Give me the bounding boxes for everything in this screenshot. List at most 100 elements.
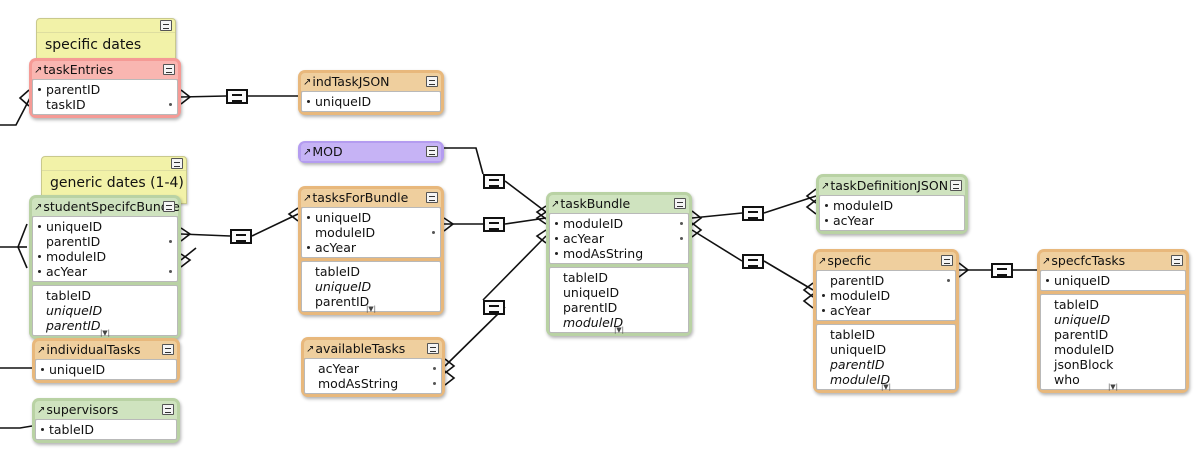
collapse-icon[interactable] <box>163 64 175 75</box>
entity-title-bar[interactable]: ↗taskBundle <box>549 195 689 213</box>
field-row[interactable]: moduleID <box>553 216 685 231</box>
field-row[interactable]: modAsString <box>553 246 685 261</box>
entity-availableTasks[interactable]: ↗availableTasks acYear modAsString <box>301 337 445 397</box>
relationship-specfic-specfcTasks[interactable] <box>991 263 1013 278</box>
field-row[interactable]: moduleID <box>36 249 174 264</box>
entity-title-bar[interactable]: ↗specfic <box>816 252 956 270</box>
key-bullet-icon <box>41 428 44 431</box>
index-row[interactable]: tableID <box>305 264 437 279</box>
index-label: tableID <box>830 327 875 342</box>
index-row[interactable]: uniqueID <box>1044 312 1182 327</box>
field-row[interactable]: uniqueID <box>305 94 437 109</box>
entity-specfic[interactable]: ↗specfic parentID moduleID acYear tableI… <box>813 249 959 393</box>
field-row[interactable]: acYear <box>305 240 437 255</box>
index-row[interactable]: tableID <box>1044 297 1182 312</box>
relationship-availableTasks-taskBundle[interactable] <box>483 300 505 315</box>
field-row[interactable]: uniqueID <box>1044 273 1182 288</box>
collapse-icon[interactable] <box>427 343 439 354</box>
field-row[interactable]: moduleID <box>820 288 952 303</box>
relationship-tasksForBundle-taskBundle[interactable] <box>483 217 505 232</box>
index-row[interactable]: parentID <box>305 294 437 309</box>
entity-taskEntries[interactable]: ↗taskEntries parentID taskID <box>29 58 181 118</box>
entity-title-bar[interactable]: ↗individualTasks <box>35 341 177 359</box>
index-row[interactable]: tableID <box>553 270 685 285</box>
collapse-icon[interactable] <box>941 255 953 266</box>
index-row[interactable]: parentID <box>1044 327 1182 342</box>
field-row[interactable]: moduleID <box>823 198 961 213</box>
field-row[interactable]: acYear <box>820 303 952 318</box>
index-row[interactable]: uniqueID <box>36 303 174 318</box>
field-row[interactable]: modAsString <box>308 376 438 391</box>
entity-taskBundle[interactable]: ↗taskBundle moduleID acYear modAsString … <box>546 192 692 336</box>
field-row[interactable]: parentID <box>36 82 174 97</box>
relationship-taskBundle-specfic[interactable] <box>742 254 764 269</box>
index-row[interactable]: tableID <box>36 288 174 303</box>
index-row[interactable]: moduleID <box>553 315 685 330</box>
relationship-taskEntries-indTaskJSON[interactable] <box>226 89 248 104</box>
entity-specfcTasks[interactable]: ↗specfcTasks uniqueID tableID uniqueID p… <box>1037 249 1189 393</box>
field-row[interactable]: parentID <box>820 273 952 288</box>
entity-MOD[interactable]: ↗MOD <box>298 141 444 163</box>
index-row[interactable]: tableID <box>820 327 952 342</box>
resize-handle-icon[interactable]: |▼| <box>613 326 625 334</box>
field-row[interactable]: moduleID <box>305 225 437 240</box>
entity-title-bar[interactable]: ↗supervisors <box>35 401 177 419</box>
entity-title-bar[interactable]: ↗taskEntries <box>32 61 178 79</box>
entity-supervisors[interactable]: ↗supervisors tableID <box>32 398 180 443</box>
collapse-icon[interactable] <box>426 192 438 203</box>
collapse-icon[interactable] <box>160 20 172 31</box>
entity-individualTasks[interactable]: ↗individualTasks uniqueID <box>32 338 180 383</box>
field-label: acYear <box>830 303 871 318</box>
collapse-icon[interactable] <box>950 180 962 191</box>
entity-fields: uniqueID <box>301 91 441 112</box>
index-row[interactable]: uniqueID <box>305 279 437 294</box>
index-row[interactable]: uniqueID <box>553 285 685 300</box>
collapse-icon[interactable] <box>426 76 438 87</box>
field-row[interactable]: parentID <box>36 234 174 249</box>
resize-handle-icon[interactable]: |▼| <box>365 305 377 313</box>
entity-tasksForBundle[interactable]: ↗tasksForBundle uniqueID moduleID acYear… <box>298 186 444 315</box>
index-row[interactable]: who <box>1044 372 1182 387</box>
resize-handle-icon[interactable]: |▼| <box>880 383 892 391</box>
field-row[interactable]: acYear <box>553 231 685 246</box>
entity-title-bar[interactable]: ↗tasksForBundle <box>301 189 441 207</box>
entity-title-bar[interactable]: ↗specfcTasks <box>1040 252 1186 270</box>
field-row[interactable]: uniqueID <box>305 210 437 225</box>
index-row[interactable]: moduleID <box>820 372 952 387</box>
field-row[interactable]: uniqueID <box>36 219 174 234</box>
resize-handle-icon[interactable]: |▼| <box>99 329 111 337</box>
field-row[interactable]: acYear <box>36 264 174 279</box>
index-row[interactable]: moduleID <box>1044 342 1182 357</box>
index-row[interactable]: uniqueID <box>820 342 952 357</box>
field-row[interactable]: acYear <box>823 213 961 228</box>
relationship-taskBundle-taskDefinitionJSON[interactable] <box>742 206 764 221</box>
field-label: modAsString <box>563 246 644 261</box>
field-row[interactable]: taskID <box>36 97 174 112</box>
index-row[interactable]: parentID <box>36 318 174 333</box>
index-row[interactable]: parentID <box>820 357 952 372</box>
collapse-icon[interactable] <box>162 344 174 355</box>
entity-studentSpecifcBundle[interactable]: ↗studentSpecifcBundle uniqueID parentID … <box>29 195 181 339</box>
collapse-icon[interactable] <box>163 201 175 212</box>
entity-title-bar[interactable]: ↗MOD <box>301 143 441 161</box>
field-row[interactable]: tableID <box>39 422 173 437</box>
collapse-icon[interactable] <box>674 198 686 209</box>
entity-title-bar[interactable]: ↗availableTasks <box>304 340 442 358</box>
entity-taskDefinitionJSON[interactable]: ↗taskDefinitionJSON moduleID acYear <box>816 174 968 234</box>
entity-title-bar[interactable]: ↗studentSpecifcBundle <box>32 198 180 216</box>
field-row[interactable]: acYear <box>308 361 438 376</box>
resize-handle-icon[interactable]: |▼| <box>1107 383 1119 391</box>
entity-indTaskJSON[interactable]: ↗indTaskJSON uniqueID <box>298 70 444 115</box>
field-row[interactable]: uniqueID <box>39 362 173 377</box>
relationship-mod-taskBundle[interactable] <box>483 174 505 189</box>
collapse-icon[interactable] <box>1171 255 1183 266</box>
entity-title-bar[interactable]: ↗taskDefinitionJSON <box>819 177 965 195</box>
entity-title-bar[interactable]: ↗indTaskJSON <box>301 73 441 91</box>
index-row[interactable]: jsonBlock <box>1044 357 1182 372</box>
collapse-icon[interactable] <box>171 158 183 169</box>
collapse-icon[interactable] <box>426 146 438 157</box>
relationship-studentSpecifcBundle-tasksForBundle[interactable] <box>230 229 252 244</box>
collapse-icon[interactable] <box>162 404 174 415</box>
index-row[interactable]: parentID <box>553 300 685 315</box>
